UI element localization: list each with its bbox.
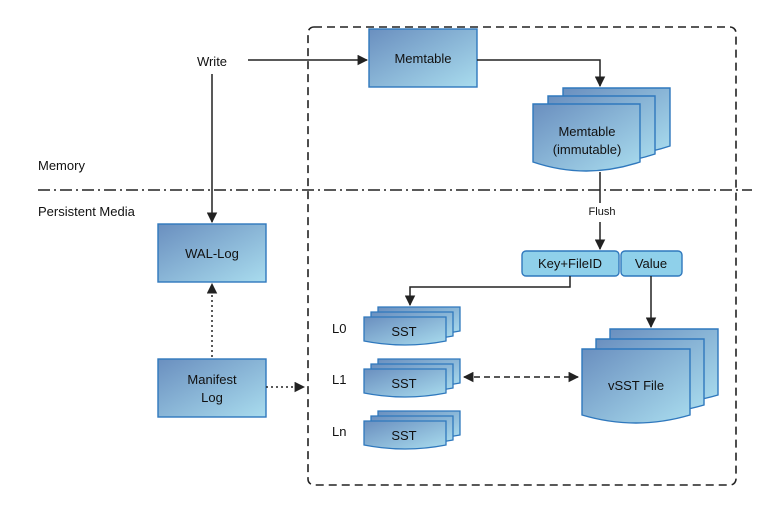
sst-l0-stack: SST xyxy=(363,306,461,346)
key-fileid-tab: Key+FileID xyxy=(521,250,620,277)
storage-engine-boundary xyxy=(307,26,737,486)
manifest-label-2: Log xyxy=(201,390,223,405)
manifest-log-box: Manifest Log xyxy=(157,358,267,418)
memtable-immutable-label-2: (immutable) xyxy=(553,142,622,157)
memtable-immutable-stack: Memtable (immutable) xyxy=(532,87,671,172)
value-label: Value xyxy=(635,256,667,271)
sst-ln-label: SST xyxy=(391,428,416,443)
level-l0-label: L0 xyxy=(332,321,346,336)
memtable-immutable-label-1: Memtable xyxy=(558,124,615,139)
key-fileid-label: Key+FileID xyxy=(538,256,602,271)
sst-l0-label: SST xyxy=(391,324,416,339)
sst-l1-label: SST xyxy=(391,376,416,391)
persistent-media-label: Persistent Media xyxy=(38,204,136,219)
memtable-label: Memtable xyxy=(394,51,451,66)
memtable-box: Memtable xyxy=(368,28,478,88)
wal-log-box: WAL-Log xyxy=(157,223,267,283)
memory-label: Memory xyxy=(38,158,85,173)
level-l1-label: L1 xyxy=(332,372,346,387)
level-ln-label: Ln xyxy=(332,424,346,439)
flush-label: Flush xyxy=(589,206,616,218)
wal-log-label: WAL-Log xyxy=(185,246,239,261)
vsst-file-stack: vSST File xyxy=(581,328,719,424)
sst-l1-stack: SST xyxy=(363,358,461,398)
arrow-key-to-sst xyxy=(404,276,571,307)
sst-ln-stack: SST xyxy=(363,410,461,450)
arrow-memtable-to-immutable xyxy=(477,59,606,88)
write-label: Write xyxy=(197,54,227,69)
manifest-label-1: Manifest xyxy=(187,372,237,387)
vsst-file-label: vSST File xyxy=(608,378,664,393)
value-tab: Value xyxy=(620,250,683,277)
